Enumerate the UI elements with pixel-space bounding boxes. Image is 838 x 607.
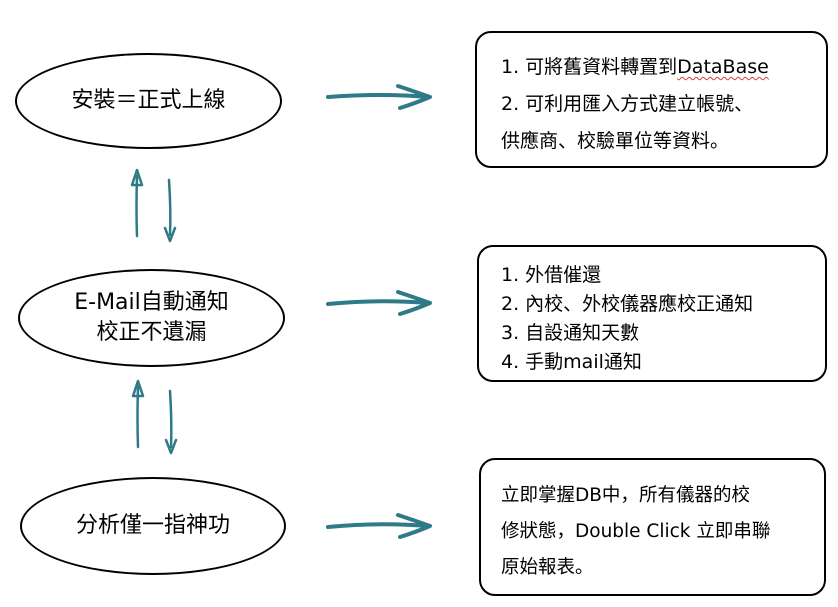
ellipse-analysis-label: 分析僅一指神功: [75, 513, 230, 538]
box-install-line-2: 2. 可利用匯入方式建立帳號、: [501, 93, 754, 115]
ellipse-install: 安裝＝正式上線: [15, 53, 282, 149]
box-email-details: 1. 外借催還 2. 內校、外校儀器應校正通知 3. 自設通知天數 4. 手動m…: [477, 245, 827, 382]
up-arrow-1: [130, 168, 144, 238]
box-analysis-line-2: 修狀態，Double Click 立即串聯: [501, 521, 771, 542]
box-analysis-line-3: 原始報表。: [501, 557, 594, 578]
box-email-line-3: 3. 自設通知天數: [501, 322, 640, 344]
ellipse-email-label-2: 校正不遺漏: [96, 320, 207, 345]
box-email-line-1: 1. 外借催還: [501, 264, 602, 286]
down-arrow-1: [163, 178, 177, 243]
box-analysis-details: 立即掌握DB中，所有儀器的校 修狀態，Double Click 立即串聯 原始報…: [479, 458, 826, 596]
box-install-details: 1. 可將舊資料轉置到DataBase 2. 可利用匯入方式建立帳號、 供應商、…: [475, 31, 828, 168]
right-arrow-3: [326, 513, 432, 539]
box-email-line-2: 2. 內校、外校儀器應校正通知: [501, 293, 754, 315]
box-email-line-4: 4. 手動mail通知: [501, 351, 642, 373]
right-arrow-2: [326, 290, 432, 316]
box-install-line-3: 供應商、校驗單位等資料。: [501, 130, 730, 152]
ellipse-email-label-1: E-Mail自動通知: [74, 290, 229, 315]
box-analysis-line-1: 立即掌握DB中，所有儀器的校: [501, 485, 750, 506]
database-term: DataBase: [677, 56, 769, 78]
down-arrow-2: [164, 389, 178, 455]
up-arrow-2: [131, 379, 145, 449]
ellipse-analysis: 分析僅一指神功: [20, 477, 286, 575]
right-arrow-1: [326, 84, 432, 110]
box-install-line-1: 1. 可將舊資料轉置到DataBase: [501, 56, 769, 78]
ellipse-email: E-Mail自動通知 校正不遺漏: [18, 269, 285, 367]
ellipse-install-label: 安裝＝正式上線: [71, 88, 226, 113]
